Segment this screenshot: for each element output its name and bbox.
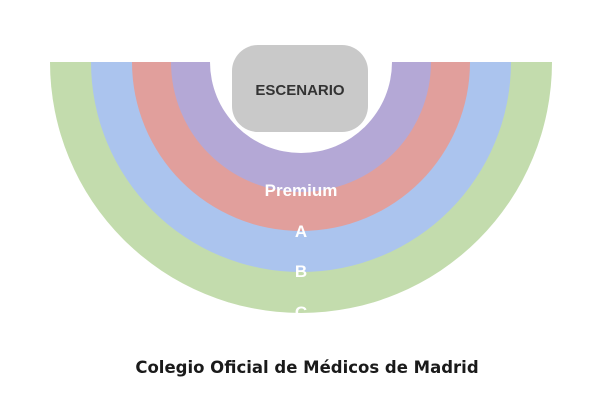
venue-name: Colegio Oficial de Médicos de Madrid: [135, 358, 479, 377]
zone-c-label: C: [295, 303, 307, 322]
zone-premium-label: Premium: [265, 181, 338, 200]
stage-block: [232, 45, 368, 132]
stage-label: ESCENARIO: [255, 82, 345, 99]
zone-a-label: A: [295, 222, 307, 241]
zone-b-label: B: [295, 262, 307, 281]
